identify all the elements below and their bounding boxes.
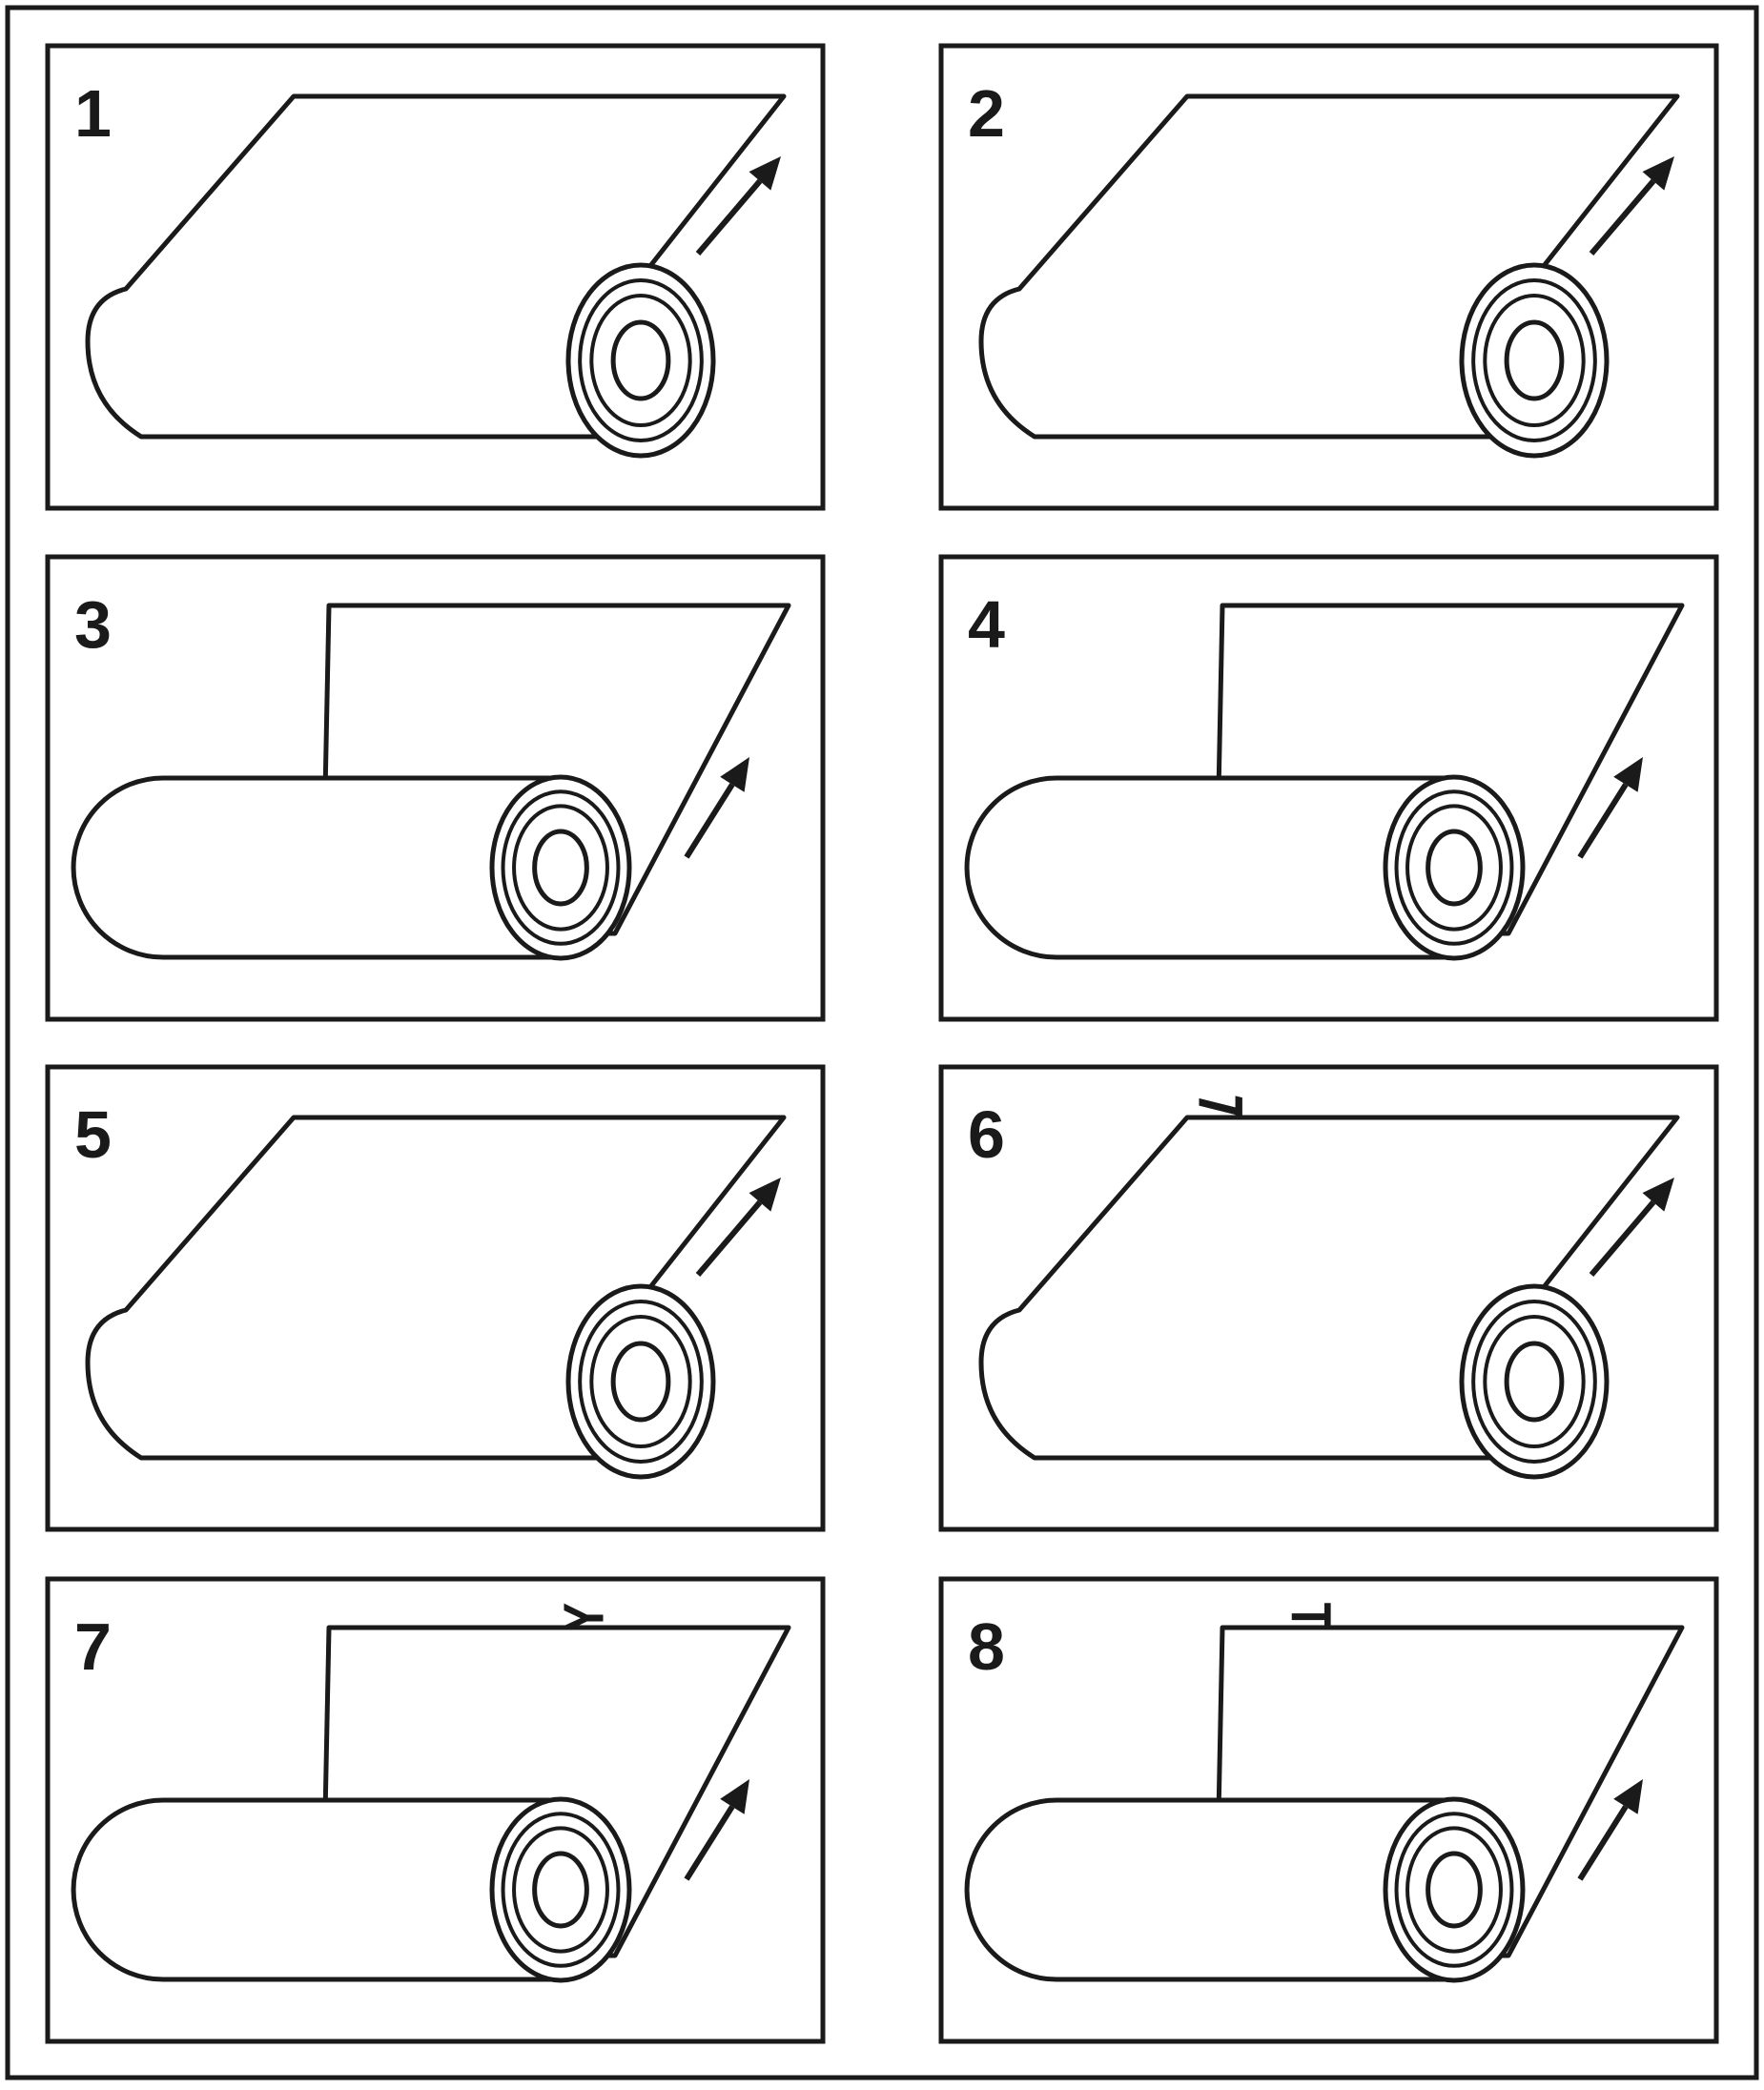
arrow-icon	[1577, 1779, 1643, 1881]
paper-roll-body	[71, 775, 564, 960]
arrow-icon	[1589, 156, 1674, 256]
arrow-shaft	[684, 783, 735, 859]
roll-ring	[512, 804, 609, 932]
panel-3: 3PRINTREADSTHIS WAY	[45, 554, 826, 1022]
roll-ring	[578, 1300, 704, 1464]
roll-ring	[578, 278, 704, 442]
panel-5: 5PRINTREADSTHIS WAY	[45, 1064, 826, 1532]
panel-8: 8PRINTREADSTHIS WAY	[938, 1576, 1719, 2044]
arrow-shaft	[695, 1199, 763, 1277]
roll-ring	[1405, 804, 1503, 932]
paper-roll-body	[964, 1797, 1457, 1982]
roll-ring	[589, 294, 692, 427]
arrow-head	[1642, 156, 1674, 191]
panel-border	[938, 1064, 1719, 1532]
roll-ring	[1471, 1300, 1597, 1464]
arrow-shaft	[1589, 178, 1656, 256]
arrow-head	[1613, 1779, 1643, 1814]
roll-ring	[589, 1315, 692, 1448]
roll-core	[610, 319, 671, 401]
panel-border	[45, 554, 826, 1022]
panel-border	[45, 1064, 826, 1532]
arrow-shaft	[684, 1805, 735, 1881]
arrow-head	[720, 757, 749, 792]
panel-4: 4PRINTREADSTHIS WAY	[938, 554, 1719, 1022]
roll-ring	[1394, 1812, 1514, 1968]
arrow-head	[720, 1779, 749, 1814]
arrow-shaft	[1589, 1199, 1656, 1277]
panel-1: 1PRINTREADSTHIS WAY	[45, 43, 826, 511]
panel-number: 8	[968, 1609, 1005, 1684]
arrow-head	[1613, 757, 1643, 792]
panel-number: 1	[74, 76, 112, 151]
roll-core	[1426, 1851, 1483, 1929]
panel-number: 5	[74, 1097, 112, 1172]
roll-core	[1426, 829, 1483, 907]
panel-border	[45, 1576, 826, 2044]
panel-number: 6	[968, 1097, 1005, 1172]
roll-core	[1504, 1341, 1565, 1423]
roll-core	[532, 1851, 589, 1929]
arrow-icon	[695, 1178, 781, 1277]
paper-roll-body	[71, 1797, 564, 1982]
arrow-icon	[1577, 757, 1643, 859]
panel-border	[938, 43, 1719, 511]
roll-ring	[512, 1826, 609, 1954]
arrow-icon	[695, 156, 781, 256]
panel-number: 2	[968, 76, 1005, 151]
roll-core	[610, 1341, 671, 1423]
panel-number: 3	[74, 587, 112, 662]
outer-frame	[5, 5, 1759, 2080]
roll-ring	[1483, 294, 1586, 427]
roll-ring	[1405, 1826, 1503, 1954]
arrow-icon	[684, 1779, 749, 1881]
paper-roll-body	[964, 775, 1457, 960]
panel-2: 2PRINTREADSTHIS WAY	[938, 43, 1719, 511]
roll-ring	[1471, 278, 1597, 442]
panel-number: 4	[968, 587, 1005, 662]
panel-6: 6PRINTREADSTHIS WAY	[938, 1064, 1719, 1532]
panel-number: 7	[74, 1609, 112, 1684]
panel-7: 7PRINTREADSTHIS WAY	[45, 1576, 826, 2044]
panel-border	[938, 554, 1719, 1022]
roll-ring	[501, 789, 621, 946]
arrow-shaft	[1577, 783, 1629, 859]
arrow-icon	[1589, 1178, 1674, 1277]
roll-ring	[501, 1812, 621, 1968]
arrow-shaft	[1577, 1805, 1629, 1881]
roll-ring	[1394, 789, 1514, 946]
arrow-icon	[684, 757, 749, 859]
arrow-head	[1642, 1178, 1674, 1212]
arrow-head	[749, 156, 781, 191]
panel-border	[938, 1576, 1719, 2044]
roll-core	[532, 829, 589, 907]
panel-border	[45, 43, 826, 511]
arrow-shaft	[695, 178, 763, 256]
roll-core	[1504, 319, 1565, 401]
roll-ring	[1483, 1315, 1586, 1448]
arrow-head	[749, 1178, 781, 1212]
